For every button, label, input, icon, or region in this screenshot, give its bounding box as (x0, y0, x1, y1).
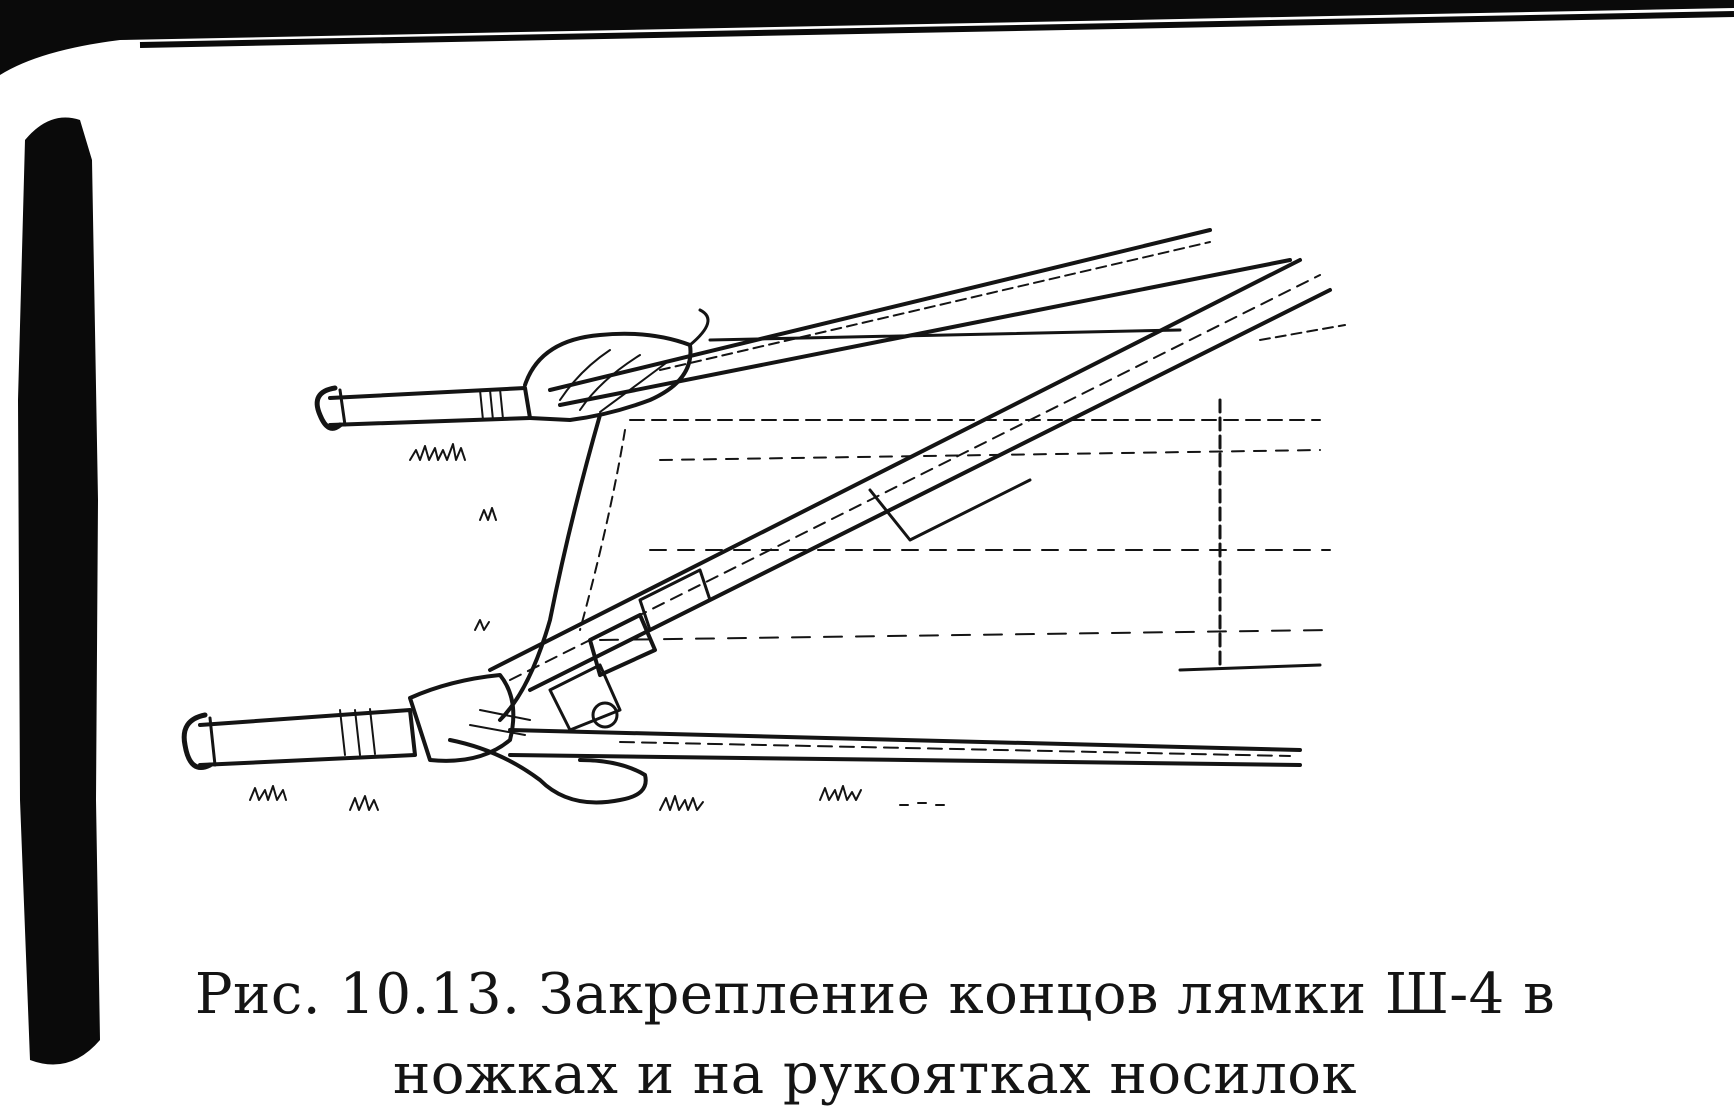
lower-wrap (408, 673, 648, 805)
lower-handle (181, 708, 417, 770)
caption-line-2: ножках и на рукоятках носилок (392, 1042, 1358, 1107)
figure-caption: Рис. 10.13. Закрепление концов лямки Ш-4… (150, 955, 1600, 1115)
caption-line-1: Рис. 10.13. Закрепление концов лямки Ш-4… (194, 962, 1556, 1027)
strap-buckle (548, 568, 712, 732)
stretcher-canvas (498, 328, 1331, 722)
scan-left-edge (18, 117, 100, 1065)
grass (249, 443, 945, 811)
upper-pole (548, 228, 1292, 407)
upper-handle (314, 385, 532, 431)
upper-wrap (523, 308, 710, 422)
lower-pole (508, 728, 1302, 767)
scan-top-edge (0, 0, 1734, 75)
stretcher-illustration (181, 228, 1346, 811)
